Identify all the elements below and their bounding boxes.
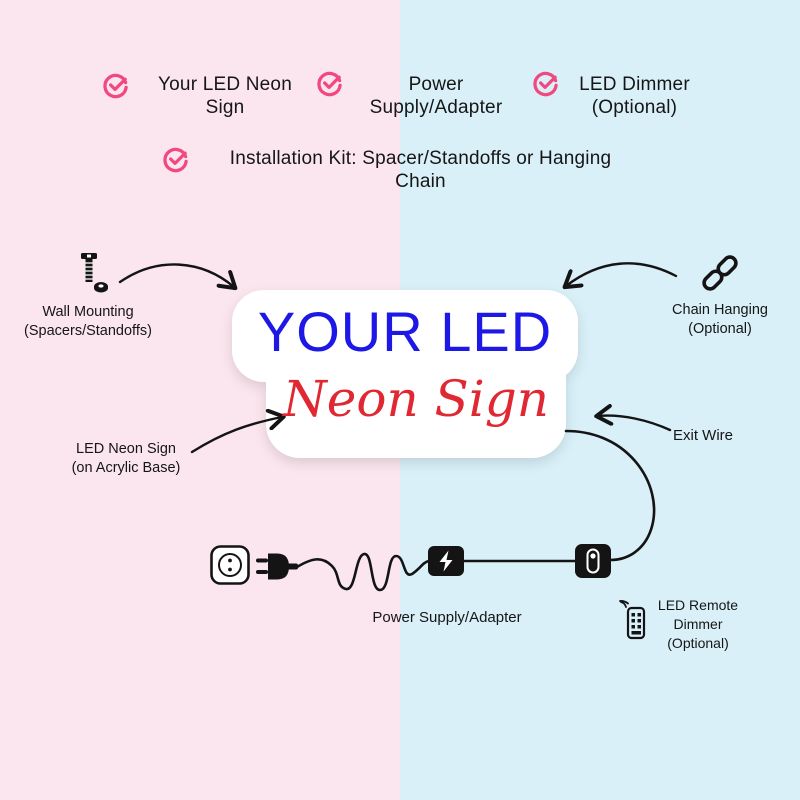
checklist-item-dimmer: LED Dimmer (Optional) bbox=[579, 74, 690, 118]
power-adapter-icon bbox=[428, 546, 464, 576]
checklist-item-neon-sign: Your LED Neon Sign bbox=[158, 74, 292, 118]
callout-remote-dimmer: LED Remote Dimmer (Optional) bbox=[657, 597, 739, 651]
callout-wall-mounting: Wall Mounting (Spacers/Standoffs) bbox=[24, 304, 152, 339]
check-icon bbox=[163, 147, 188, 173]
power-plug-icon bbox=[256, 553, 298, 580]
dimmer-switch-icon bbox=[575, 544, 611, 578]
checklist-item-power-supply: Power Supply/Adapter bbox=[369, 74, 503, 118]
sign-headline: YOUR LED bbox=[257, 300, 553, 363]
callout-chain-hanging: Chain Hanging (Optional) bbox=[672, 302, 768, 337]
screw-icon bbox=[81, 253, 108, 293]
arrow-chain-hanging bbox=[566, 262, 678, 286]
callout-led-neon-sign: LED Neon Sign (on Acrylic Base) bbox=[71, 441, 181, 476]
wall-socket-icon bbox=[210, 545, 250, 585]
remote-control-icon bbox=[619, 600, 646, 640]
chain-icon bbox=[702, 255, 738, 291]
check-icon bbox=[103, 73, 128, 99]
checklist-item-installation-kit: Installation Kit: Spacer/Standoffs or Ha… bbox=[229, 148, 612, 192]
check-icon bbox=[317, 71, 342, 97]
arrow-wall-mounting bbox=[118, 263, 234, 287]
check-icon bbox=[533, 71, 558, 97]
arrow-exit-wire bbox=[598, 416, 672, 432]
arrow-led-neon-sign bbox=[190, 417, 282, 454]
cable-dimmer-to-sign-exit-wire bbox=[564, 429, 656, 562]
callout-power-supply: Power Supply/Adapter bbox=[372, 609, 522, 626]
sign-board bbox=[232, 290, 578, 458]
callout-exit-wire: Exit Wire bbox=[673, 427, 733, 444]
cable-plug-to-adapter bbox=[295, 552, 431, 592]
sign-script-line: Neon Sign bbox=[283, 370, 549, 428]
